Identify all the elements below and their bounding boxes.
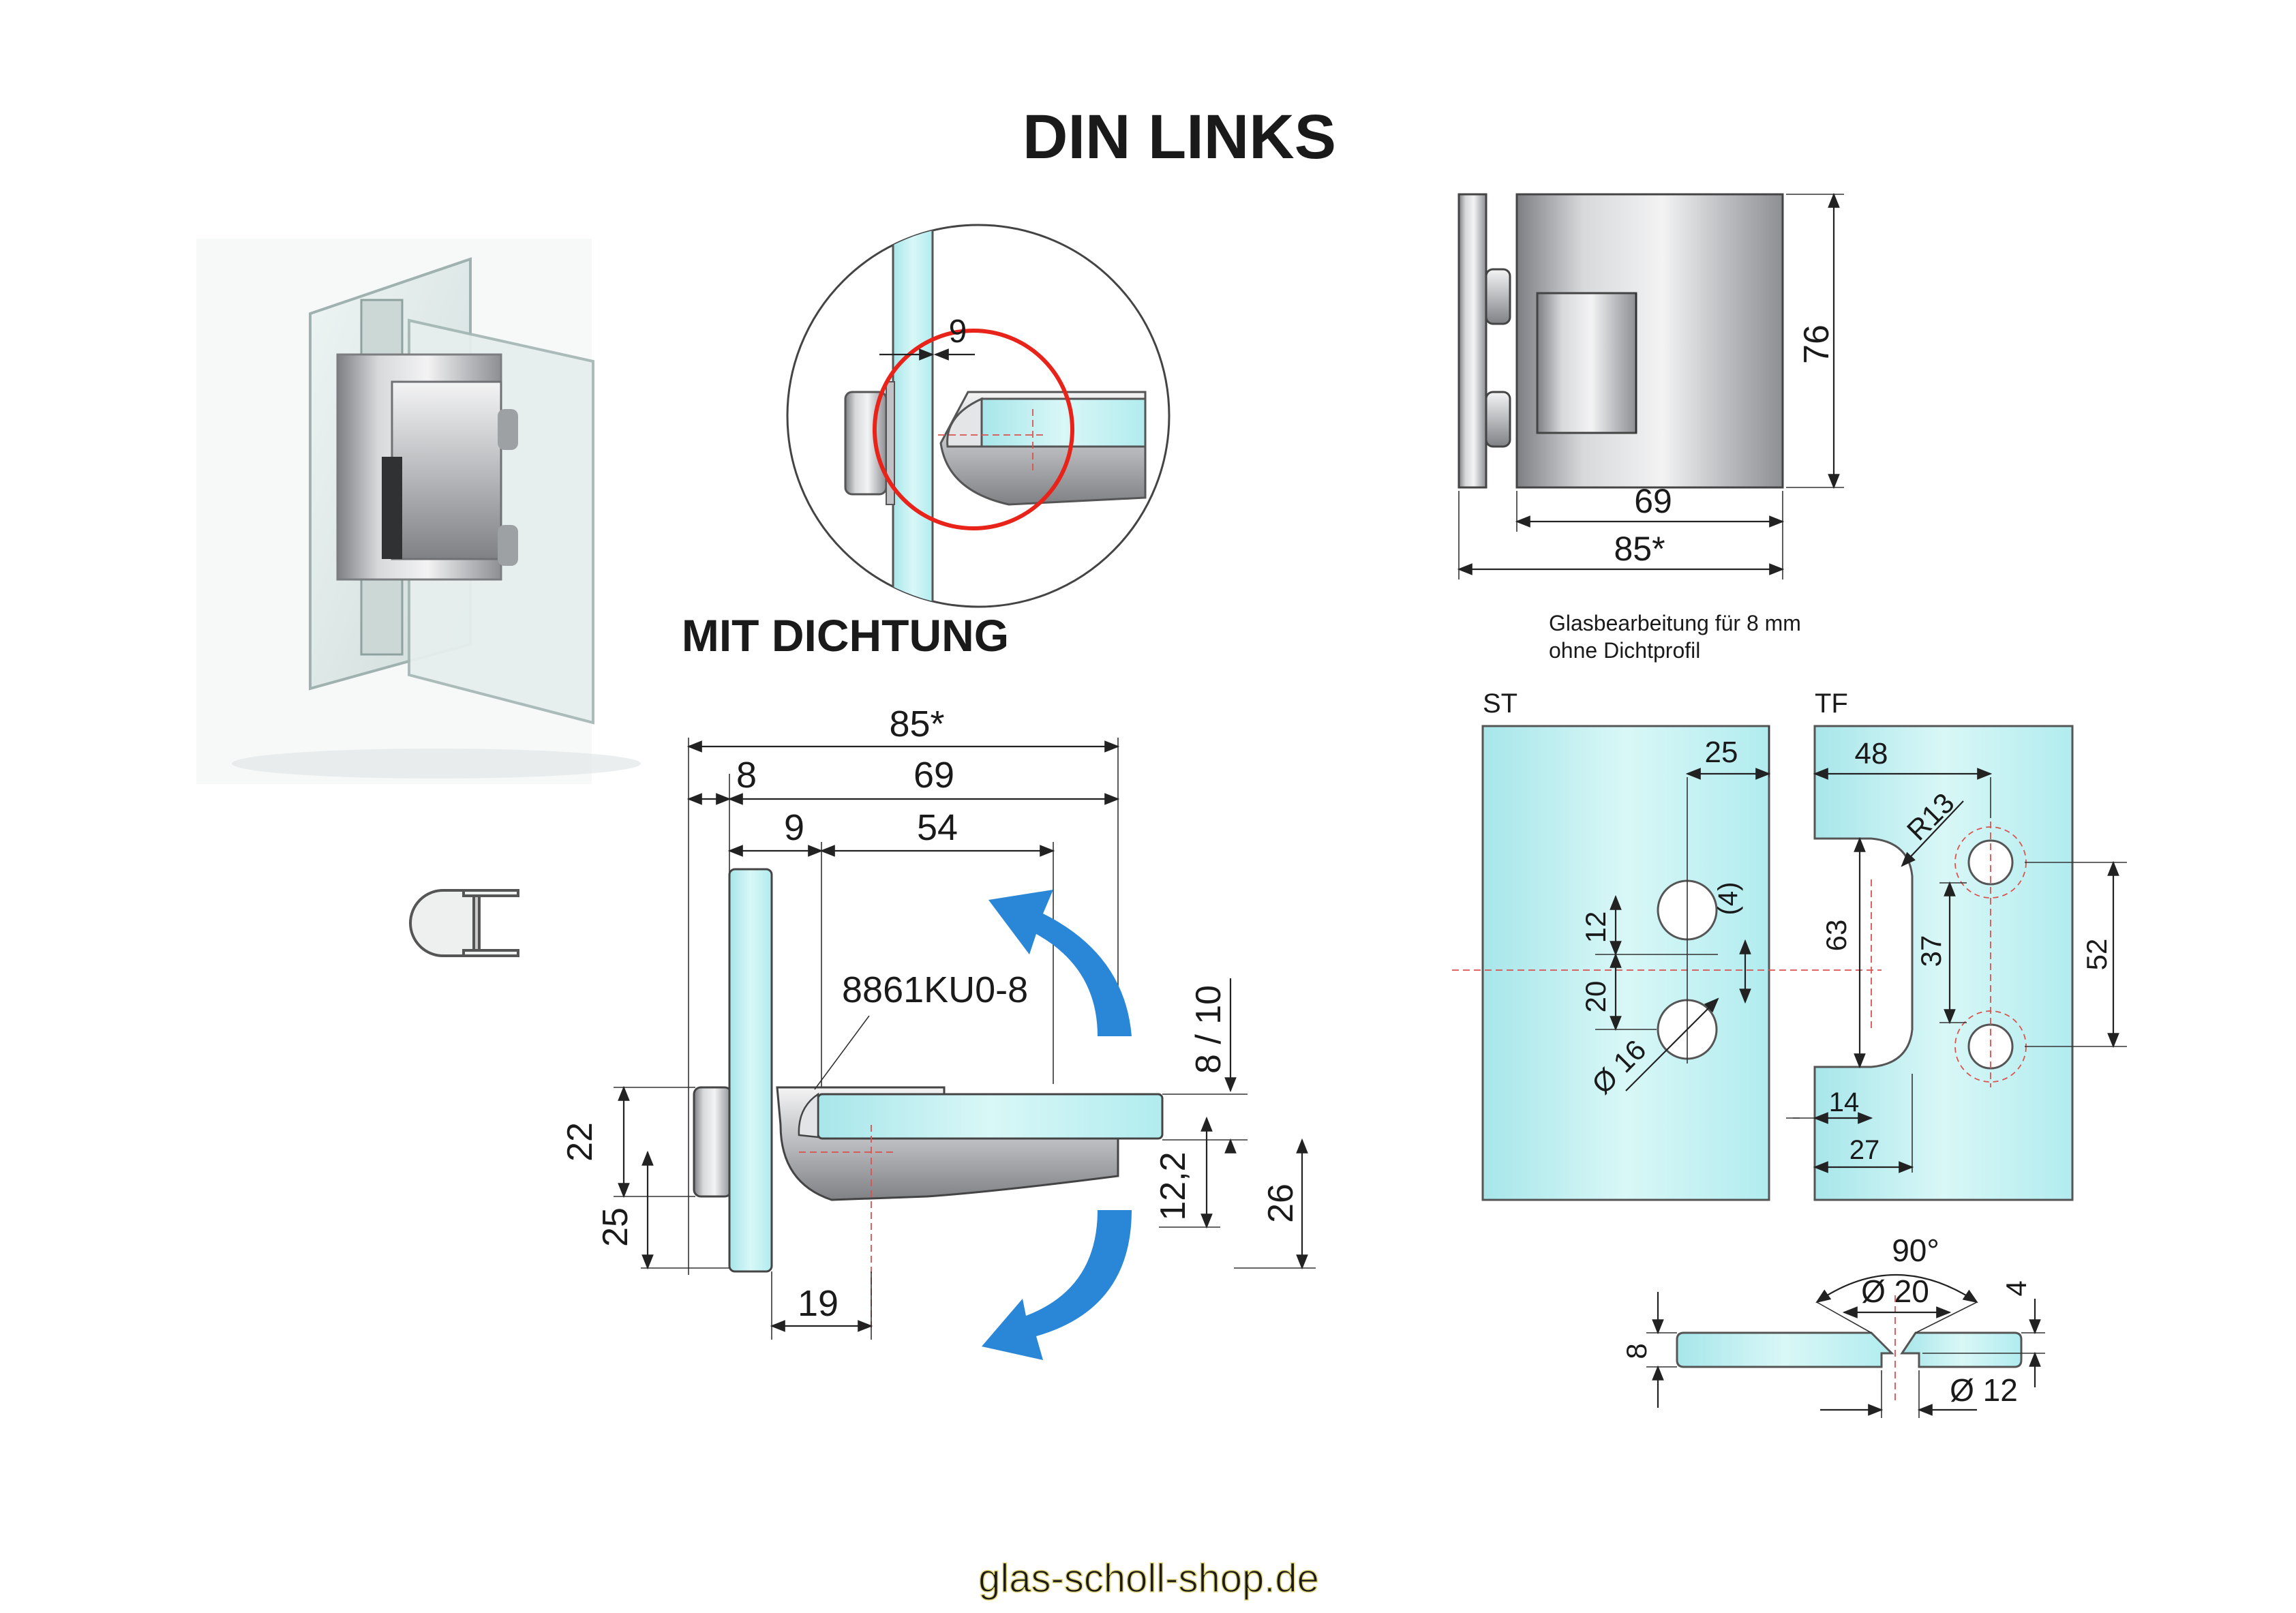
st-dim-25: 25: [1705, 736, 1738, 769]
glass-processing-note-line1: Glasbearbeitung für 8 mm: [1549, 611, 1801, 635]
tf-glass-panel: TF 48 R13 63 37 52 14 27: [1786, 689, 2127, 1201]
tf-dim-63: 63: [1820, 920, 1852, 952]
cs-dim-angle: 90°: [1892, 1233, 1939, 1268]
seal-profile-icon: [409, 889, 519, 957]
open-arrow-up: [988, 890, 1132, 1036]
top-dim-plate: 8: [736, 755, 757, 796]
top-dim-12-2: 12,2: [1153, 1151, 1193, 1220]
tf-dim-14: 14: [1829, 1087, 1860, 1117]
st-panel-label: ST: [1483, 689, 1517, 719]
detail-dim-gap: 9: [949, 314, 967, 350]
top-dim-25: 25: [596, 1207, 635, 1247]
cs-dim-dia20: Ø 20: [1861, 1273, 1929, 1309]
tf-dim-37: 37: [1915, 935, 1947, 967]
page-title: DIN LINKS: [1023, 102, 1336, 172]
top-dim-22: 22: [560, 1122, 600, 1162]
open-arrow-down: [982, 1210, 1132, 1360]
cs-dim-depth4: 4: [2000, 1280, 2032, 1296]
seal-detail-view: 9: [786, 224, 1170, 608]
countersink-section: 90° Ø 20 4 8 Ø 12: [1620, 1233, 2045, 1418]
st-dim-20: 20: [1580, 981, 1612, 1013]
side-dim-width-total: 85*: [1614, 530, 1665, 568]
st-dim-4: (4): [1713, 882, 1743, 916]
hinge-product-photo: [196, 239, 641, 784]
tf-dim-52: 52: [2081, 939, 2113, 971]
tf-dim-48: 48: [1855, 737, 1888, 770]
top-dim-glass-thickness: 8 / 10: [1189, 985, 1228, 1074]
st-dim-12: 12: [1580, 911, 1612, 944]
side-dim-width-inner: 69: [1634, 482, 1672, 520]
glass-processing-note-line2: ohne Dichtprofil: [1549, 638, 1700, 663]
top-dim-19: 19: [798, 1283, 839, 1324]
side-dim-height: 76: [1797, 325, 1837, 364]
top-dim-offset: 9: [784, 807, 804, 848]
hinge-top-view: 85* 8 69 9 54 8861KU0-8 8 / 10: [560, 704, 1316, 1360]
top-dim-length: 54: [917, 807, 958, 848]
tf-dim-27: 27: [1849, 1135, 1880, 1165]
st-glass-panel: ST 25 (4) 12 20 Ø 16: [1452, 689, 1882, 1201]
cs-dim-thickness8: 8: [1620, 1343, 1652, 1359]
part-number-label: 8861KU0-8: [842, 969, 1028, 1010]
cs-dim-dia12: Ø 12: [1950, 1372, 2018, 1408]
top-dim-26: 26: [1261, 1184, 1301, 1223]
footer-watermark: glas-scholl-shop.de: [978, 1556, 1319, 1601]
tf-panel-label: TF: [1815, 689, 1848, 719]
top-dim-total: 85*: [889, 704, 944, 744]
hinge-side-view: 76 69 85*: [1457, 192, 1844, 579]
top-dim-body: 69: [913, 755, 954, 796]
detail-highlight-circle: [873, 329, 1074, 530]
subtitle-mit-dichtung: MIT DICHTUNG: [682, 610, 1009, 661]
